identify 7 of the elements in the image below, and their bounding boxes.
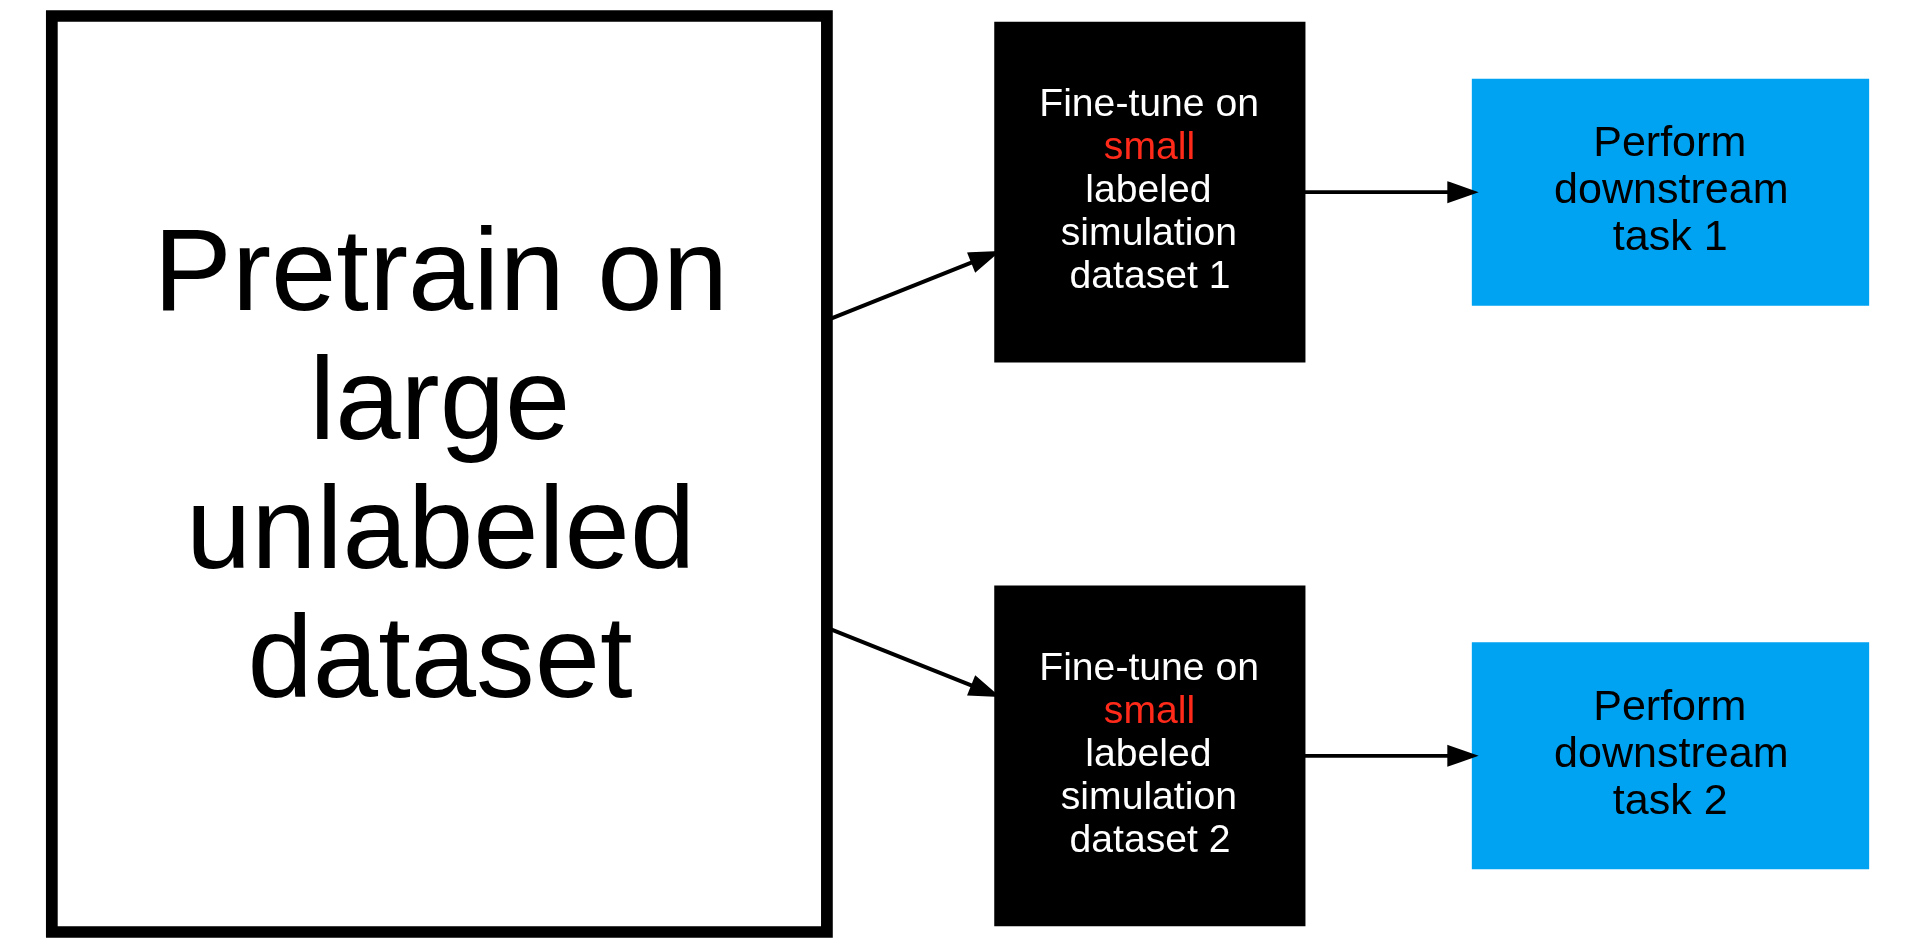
node-box: Pretrain on large unlabeled dataset — [45, 10, 833, 938]
node-box: Fine-tune on small labeled simulation dataset 2 — [994, 585, 1306, 927]
node-box: Fine-tune on small labeled simulation dataset 1 — [994, 21, 1306, 363]
node-box: Perform downstream task 1 — [1471, 78, 1870, 306]
node-box: Perform downstream task 2 — [1471, 642, 1870, 870]
arrow — [1304, 181, 1479, 204]
arrow — [1304, 744, 1479, 767]
